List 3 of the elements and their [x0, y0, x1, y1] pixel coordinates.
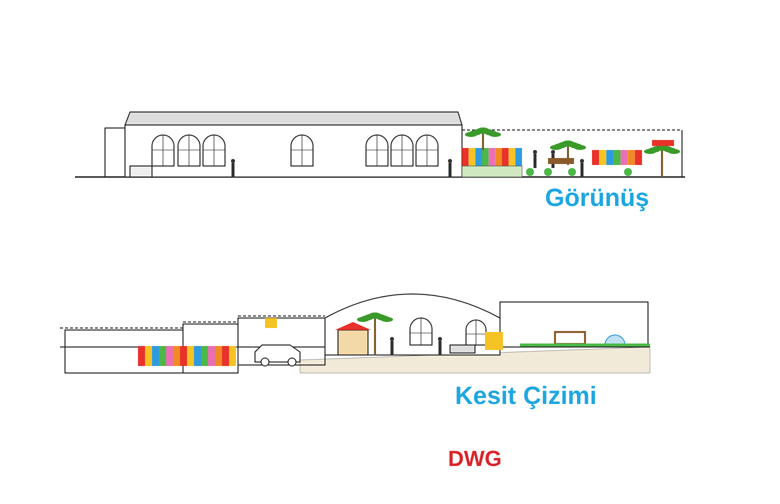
- section-title: Kesit Çizimi: [455, 382, 597, 411]
- view-title: Görünüş: [545, 184, 650, 213]
- file-format-label: DWG: [448, 446, 502, 472]
